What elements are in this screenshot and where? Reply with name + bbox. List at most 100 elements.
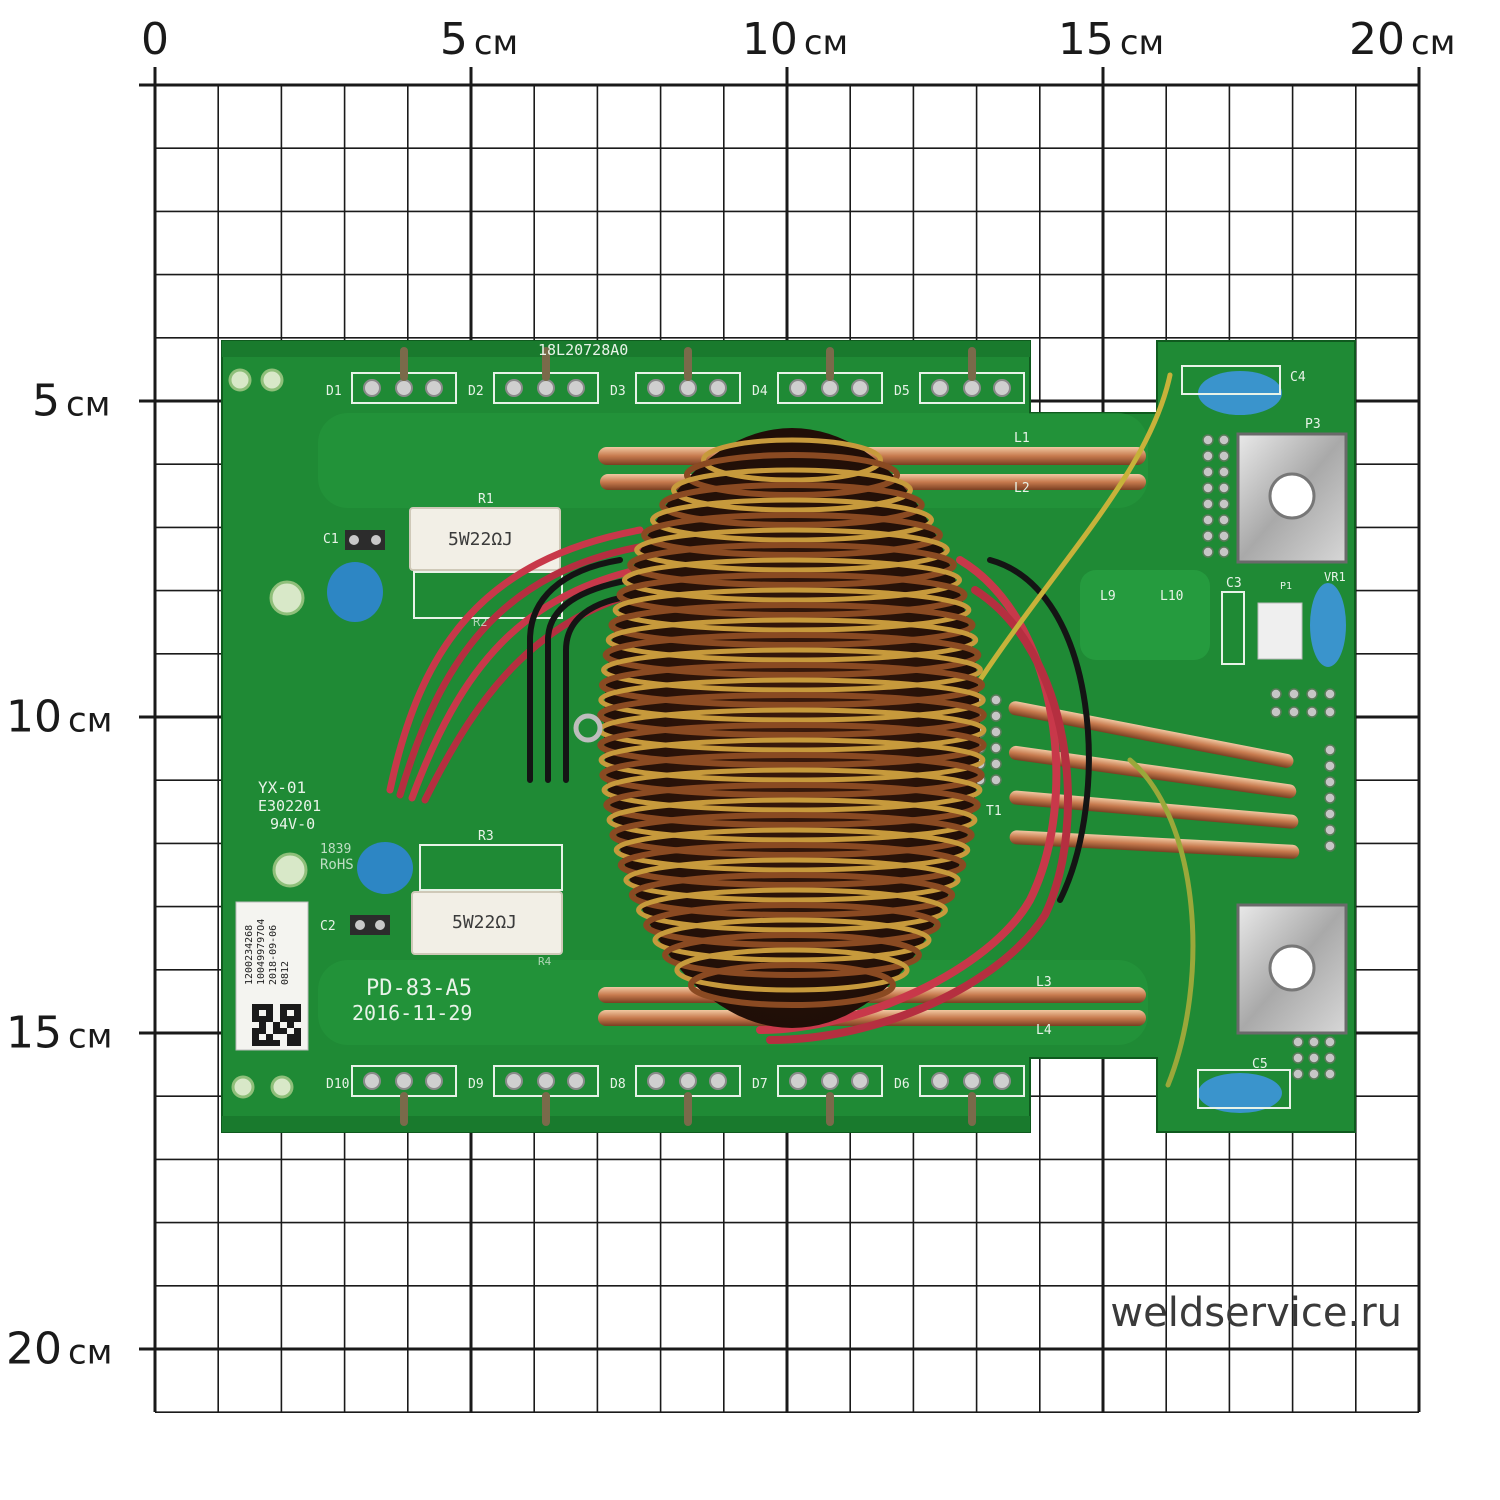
black-loop-wire bbox=[987, 557, 1092, 903]
via-pad bbox=[1270, 688, 1282, 700]
label-r1: R1 bbox=[478, 492, 494, 507]
winding-turn bbox=[643, 902, 941, 948]
rohs-mark: RoHS bbox=[320, 857, 354, 873]
heatsink-top bbox=[1236, 432, 1348, 564]
via-pad bbox=[1218, 450, 1230, 462]
winding-turn bbox=[599, 752, 985, 798]
label-c3: C3 bbox=[1226, 576, 1242, 591]
qr-cell bbox=[287, 1004, 294, 1010]
ruler-unit: см bbox=[68, 700, 113, 741]
ruler-number: 20 bbox=[6, 1323, 62, 1375]
via-pad bbox=[990, 694, 1002, 706]
label-c4: C4 bbox=[1290, 370, 1306, 385]
qr-cell bbox=[294, 1016, 301, 1022]
qr-cell bbox=[287, 1022, 294, 1028]
ruler-number: 5 bbox=[32, 375, 60, 427]
winding-turn bbox=[605, 617, 979, 663]
via-pad bbox=[1324, 792, 1336, 804]
maker-code: YX-01 bbox=[258, 778, 306, 797]
winding-turn bbox=[597, 692, 987, 738]
resistor-r1: 5W22ΩJ bbox=[409, 507, 563, 619]
yellow-green-wire bbox=[1127, 757, 1196, 1088]
winding-turn bbox=[598, 737, 986, 783]
qr-cell bbox=[259, 1028, 266, 1034]
diode-label: D6 bbox=[894, 1077, 910, 1092]
mounting-hole bbox=[260, 368, 284, 392]
qr-cell bbox=[259, 1022, 266, 1028]
qr-cell bbox=[280, 1028, 287, 1034]
mounting-hole bbox=[272, 852, 308, 888]
label-l2: L2 bbox=[1014, 481, 1030, 496]
mounting-hole bbox=[228, 368, 252, 392]
resistor-r1-value: 5W22ΩJ bbox=[448, 529, 513, 550]
label-l4: L4 bbox=[1036, 1023, 1052, 1038]
qr-cell bbox=[252, 1016, 259, 1022]
diode: D2 bbox=[468, 347, 599, 404]
ruler-unit: см bbox=[66, 384, 111, 425]
label-c2: C2 bbox=[320, 919, 336, 934]
label-c1: C1 bbox=[323, 532, 339, 547]
red-wire bbox=[386, 526, 644, 794]
winding-turn bbox=[598, 662, 986, 708]
diode: D1 bbox=[326, 347, 457, 404]
qr-cell bbox=[287, 1034, 294, 1040]
mounting-holes bbox=[228, 368, 308, 1099]
via-pad bbox=[990, 758, 1002, 770]
via-pad bbox=[1324, 776, 1336, 788]
qr-cell bbox=[294, 1028, 301, 1034]
winding-turn bbox=[634, 527, 950, 573]
via-pad bbox=[1202, 546, 1214, 558]
label-p3: P3 bbox=[1305, 417, 1321, 432]
label-l10: L10 bbox=[1160, 589, 1183, 604]
diode: D8 bbox=[610, 1065, 741, 1126]
ruler-number: 20 bbox=[1349, 14, 1405, 65]
diode-label: D1 bbox=[326, 384, 342, 399]
qr-cell bbox=[259, 1016, 266, 1022]
diode: D10 bbox=[326, 1065, 457, 1126]
date-label: 2016-11-29 bbox=[352, 1001, 472, 1025]
qr-cell bbox=[259, 1004, 266, 1010]
qr-cell bbox=[273, 1022, 280, 1028]
winding-turn bbox=[674, 947, 910, 993]
winding-turn bbox=[606, 797, 978, 843]
ruler-number: 5 bbox=[439, 14, 468, 65]
winding-turn bbox=[608, 602, 976, 648]
via-pad bbox=[1218, 514, 1230, 526]
sticker-line: 1200234268 bbox=[244, 925, 255, 985]
winding-turn bbox=[609, 812, 975, 858]
board-serial: 18L20728A0 bbox=[538, 341, 628, 359]
winding-turn bbox=[650, 497, 934, 543]
ul-file: E302201 bbox=[258, 797, 321, 815]
capacitor-c1 bbox=[327, 530, 385, 622]
diode-label: D8 bbox=[610, 1077, 626, 1092]
capacitor-vr1 bbox=[1257, 583, 1346, 667]
diode: D5 bbox=[894, 347, 1025, 404]
ruler-unit: см bbox=[68, 1016, 113, 1057]
edge-strip bbox=[222, 1116, 1030, 1132]
ruler-unit: см bbox=[803, 23, 849, 63]
via-pad bbox=[1218, 498, 1230, 510]
diode-label: D10 bbox=[326, 1077, 349, 1092]
diode-label: D9 bbox=[468, 1077, 484, 1092]
label-l3: L3 bbox=[1036, 975, 1052, 990]
qr-cell bbox=[294, 1010, 301, 1016]
winding-turn bbox=[701, 437, 883, 483]
via-pad bbox=[1218, 530, 1230, 542]
label-l1: L1 bbox=[1014, 431, 1030, 446]
capacitor-c4 bbox=[1181, 365, 1282, 415]
resistor-r3-value: 5W22ΩJ bbox=[452, 912, 517, 933]
top-ruler-label: 0 bbox=[141, 14, 169, 65]
label-t1: T1 bbox=[986, 804, 1002, 819]
label-r2: R2 bbox=[473, 615, 487, 629]
diode: D6 bbox=[894, 1065, 1025, 1126]
via-pad bbox=[1324, 840, 1336, 852]
via-pad bbox=[1270, 706, 1282, 718]
mounting-hole bbox=[231, 1075, 255, 1099]
